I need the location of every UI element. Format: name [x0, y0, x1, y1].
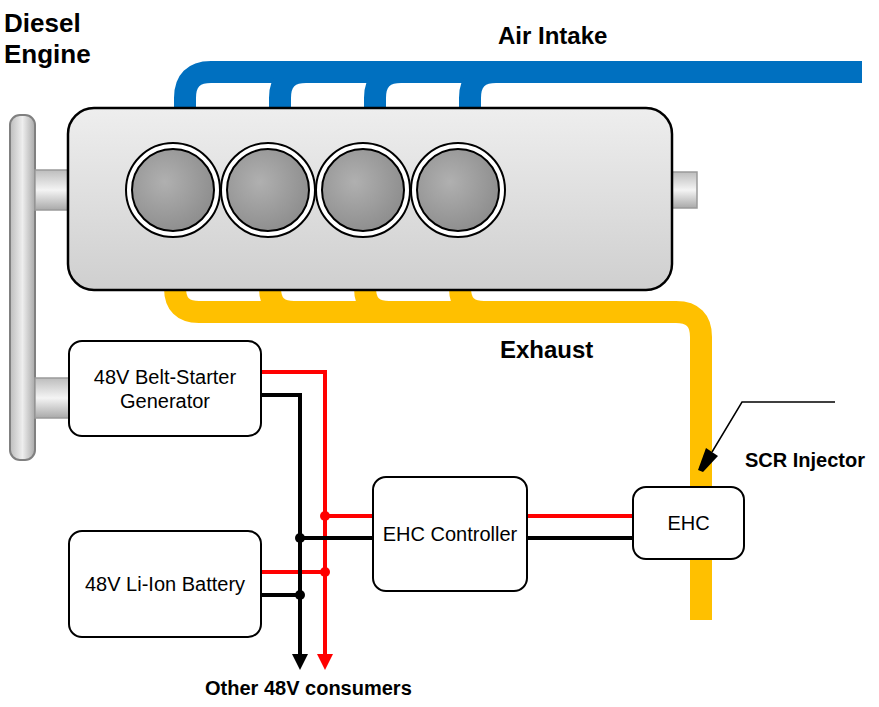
- part-label: SCR Injector: [745, 448, 875, 472]
- component-box: EHC Controller: [372, 476, 528, 592]
- part-label: Other 48V consumers: [205, 676, 525, 700]
- part-label: Air Intake: [498, 22, 698, 51]
- part-label: Diesel Engine: [4, 8, 114, 70]
- box-text: 48V Belt-Starter Generator: [78, 365, 252, 413]
- engine-block: [68, 108, 672, 290]
- wire: [262, 516, 372, 572]
- part-label: Exhaust: [500, 336, 660, 365]
- power-cable: [528, 516, 632, 538]
- component-box: 48V Belt-Starter Generator: [68, 340, 262, 437]
- cylinders: [126, 143, 505, 237]
- component-box: EHC: [632, 486, 745, 560]
- wire: [528, 536, 632, 540]
- component-box: 48V Li-Ion Battery: [68, 530, 262, 638]
- box-text: EHC: [667, 511, 709, 535]
- wire: [262, 538, 372, 595]
- power-cable: [262, 516, 372, 595]
- belt-drive: [10, 115, 35, 460]
- box-text: EHC Controller: [383, 522, 517, 546]
- box-text: 48V Li-Ion Battery: [85, 572, 245, 596]
- power-cable: [262, 372, 372, 538]
- wire: [528, 514, 632, 518]
